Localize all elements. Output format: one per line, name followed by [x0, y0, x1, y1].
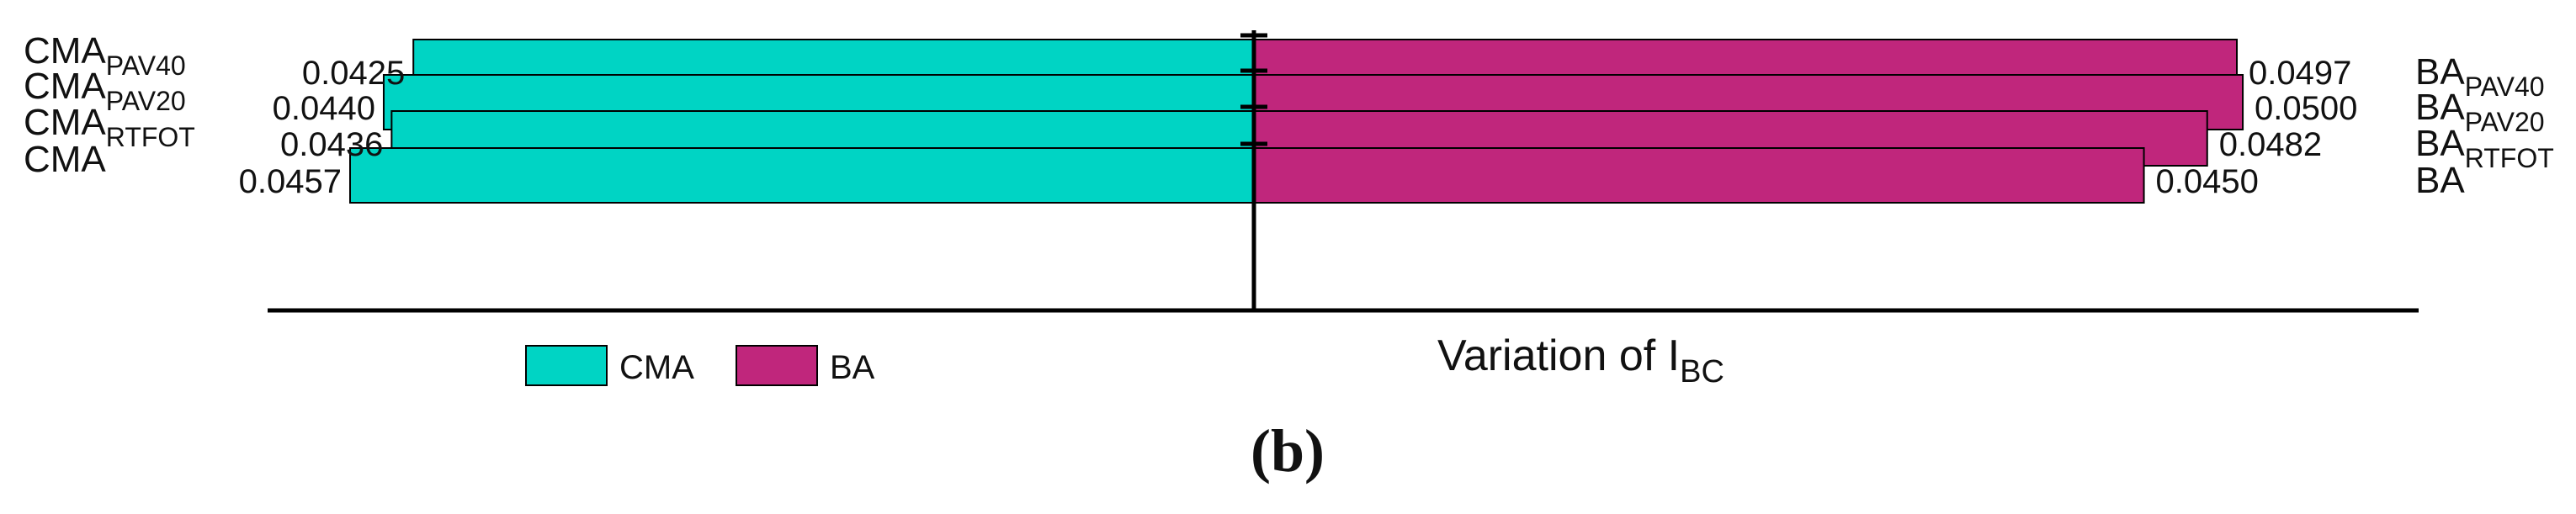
row-label-right-0: BAPAV40 [2415, 51, 2545, 102]
row-label-left-0-main: CMA [24, 30, 106, 72]
row-label-right-2-sub: RTFOT [2465, 143, 2554, 173]
x-axis-label-sub: BC [1680, 354, 1724, 389]
value-label-cma-1: 0.0440 [273, 90, 375, 127]
row-label-right-2: BARTFOT [2415, 123, 2554, 173]
row-label-left-2-main: CMA [24, 102, 106, 143]
legend-swatch-cma [525, 345, 608, 386]
row-label-left-2: CMARTFOT [24, 102, 195, 152]
figure-caption: (b) [1251, 417, 1325, 485]
x-axis-label-main: Variation of I [1437, 331, 1680, 380]
value-label-cma-3: 0.0457 [239, 163, 342, 200]
row-label-left-1-sub: PAV20 [106, 86, 186, 116]
row-label-left-3-main: CMA [24, 139, 106, 180]
legend-swatch-ba [736, 345, 818, 386]
row-label-left-2-sub: RTFOT [106, 122, 195, 152]
value-label-ba-2: 0.0482 [2219, 126, 2322, 163]
x-axis-label: Variation of IBC [1437, 331, 1724, 389]
row-label-right-0-sub: PAV40 [2465, 72, 2545, 102]
row-label-left-0-sub: PAV40 [106, 50, 186, 81]
row-label-right-0-main: BA [2415, 51, 2465, 93]
legend-label-cma: CMA [619, 349, 694, 386]
row-label-left-1: CMAPAV20 [24, 66, 186, 116]
value-label-cma-2: 0.0436 [280, 126, 383, 163]
row-label-right-3: BA [2415, 160, 2465, 201]
row-label-right-1: BAPAV20 [2415, 87, 2545, 137]
bar-ba-3 [1253, 147, 2145, 204]
center-ticks [1240, 33, 1267, 146]
bar-cma-3 [349, 147, 1255, 204]
legend-label-ba: BA [830, 349, 875, 386]
value-label-ba-3: 0.0450 [2156, 163, 2259, 200]
row-label-left-3: CMA [24, 139, 106, 180]
row-label-right-1-sub: PAV20 [2465, 107, 2545, 137]
value-label-ba-1: 0.0500 [2255, 90, 2357, 127]
row-label-left-0: CMAPAV40 [24, 30, 186, 81]
value-label-ba-0: 0.0497 [2249, 55, 2351, 92]
cma-bars [349, 39, 1255, 204]
row-label-right-2-main: BA [2415, 123, 2465, 164]
row-label-right-3-main: BA [2415, 160, 2465, 201]
legend: CMA BA [525, 345, 875, 386]
ba-bars [1253, 39, 2244, 204]
row-label-right-1-main: BA [2415, 87, 2465, 128]
value-label-cma-0: 0.0425 [302, 55, 405, 92]
row-label-left-1-main: CMA [24, 66, 106, 107]
